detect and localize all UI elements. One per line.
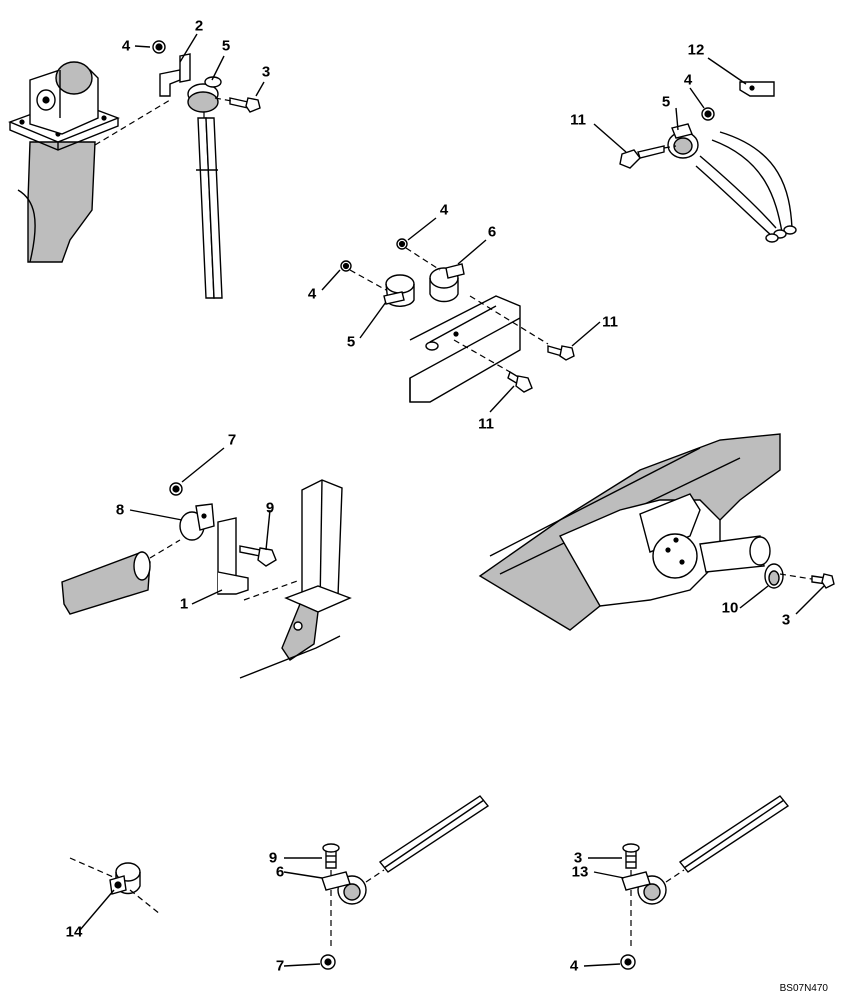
hose-clamp-assembly <box>619 81 797 243</box>
callout-4: 4 <box>569 957 579 975</box>
callout-14: 14 <box>65 923 83 941</box>
callout-4: 4 <box>121 37 131 55</box>
conveyor-drive-assembly <box>478 433 835 631</box>
callout-4: 4 <box>683 71 693 89</box>
leader-lines <box>79 33 825 967</box>
clamp-14-detail <box>69 857 161 915</box>
callout-2: 2 <box>194 17 204 35</box>
callout-5: 5 <box>346 333 356 351</box>
callout-1: 1 <box>179 595 189 613</box>
callout-12: 12 <box>687 41 705 59</box>
callout-4: 4 <box>307 285 317 303</box>
callout-3: 3 <box>261 63 271 81</box>
callout-13: 13 <box>571 863 589 881</box>
bar-clamp-assembly <box>340 238 575 403</box>
roller-bracket-assembly <box>8 40 261 299</box>
callout-3: 3 <box>573 849 583 867</box>
clamp-6-detail <box>320 795 490 970</box>
callout-9: 9 <box>268 849 278 867</box>
post-clamp-assembly <box>61 479 352 679</box>
clamp-13-detail <box>620 795 790 970</box>
callout-11: 11 <box>602 313 618 331</box>
reference-code: BS07N470 <box>779 983 828 994</box>
callout-8: 8 <box>115 501 125 519</box>
callout-6: 6 <box>487 223 497 241</box>
callout-3: 3 <box>781 611 791 629</box>
callout-11: 11 <box>570 111 586 129</box>
callout-9: 9 <box>265 499 275 517</box>
callout-7: 7 <box>275 957 285 975</box>
callout-6: 6 <box>275 863 285 881</box>
callout-5: 5 <box>661 93 671 111</box>
callout-7: 7 <box>227 431 237 449</box>
callout-10: 10 <box>721 599 739 617</box>
callout-5: 5 <box>221 37 231 55</box>
callout-11: 11 <box>478 415 494 433</box>
callout-4: 4 <box>439 201 449 219</box>
